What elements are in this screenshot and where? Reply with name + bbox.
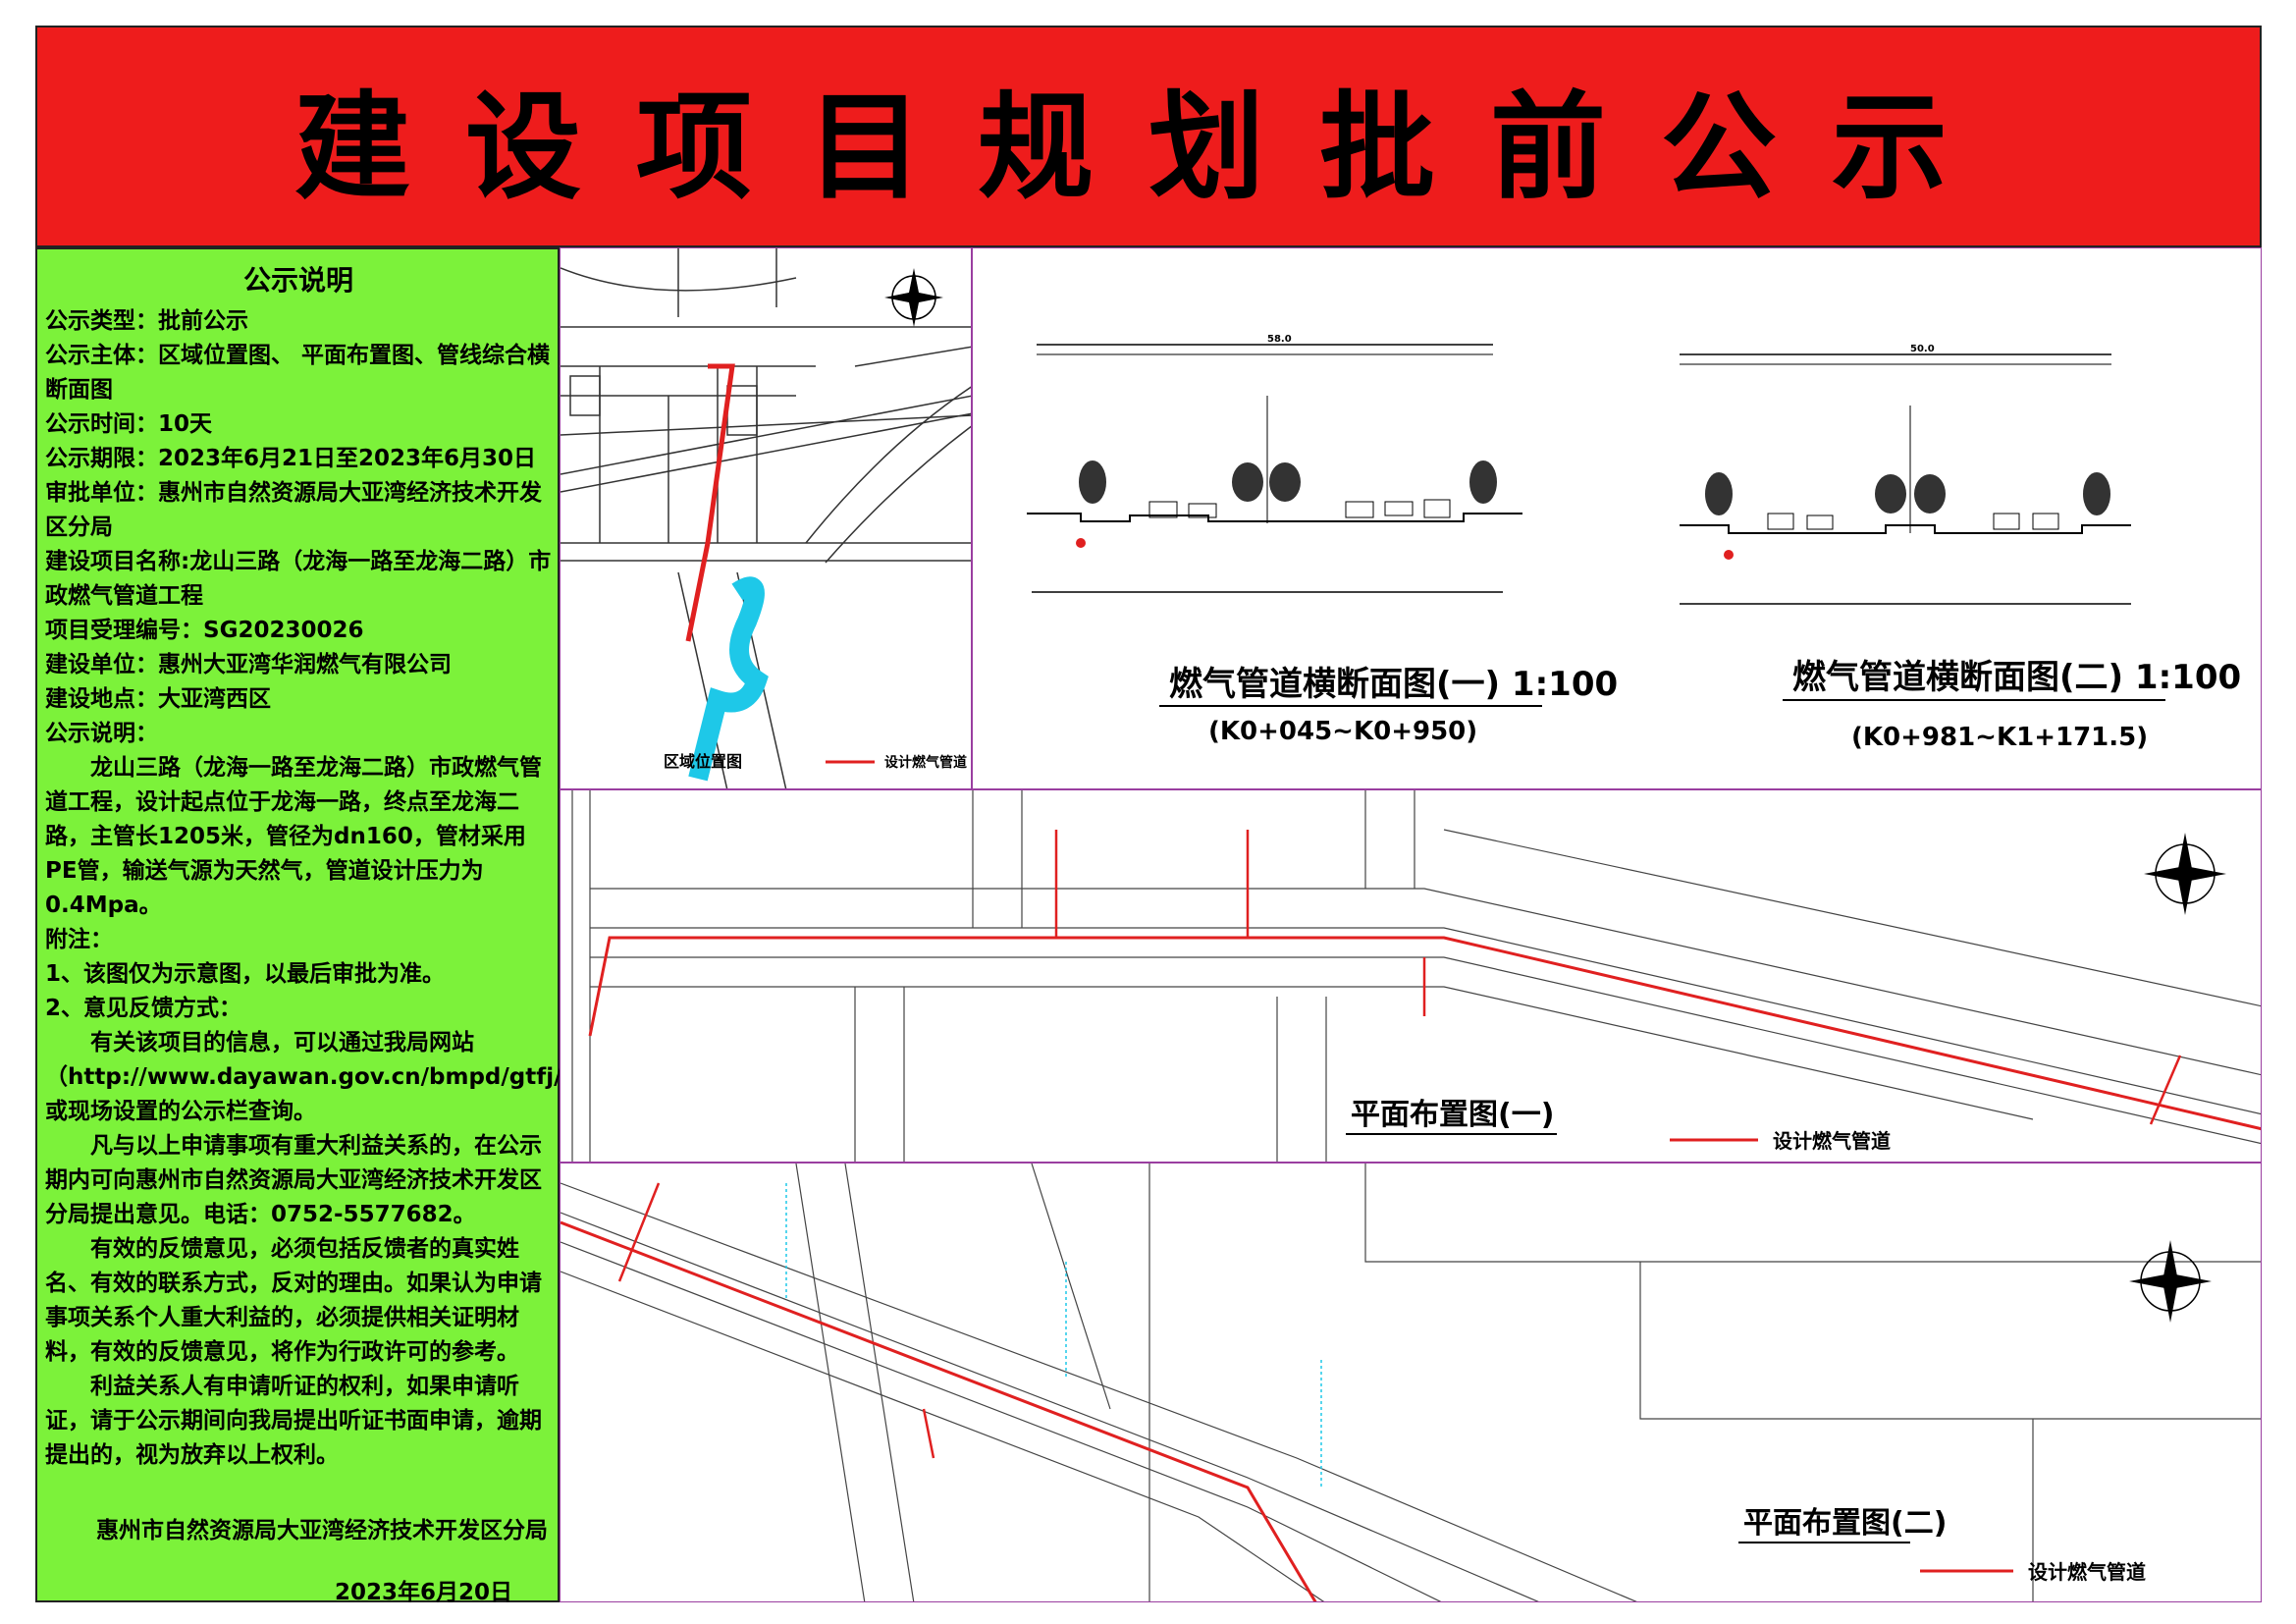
notice-date: 2023年6月20日: [334, 1580, 512, 1605]
cross-section-1: 燃气管道横断面图(一) 1:100 (K0+045~K0+950) 58.0: [1027, 334, 1618, 746]
notice-line-period: 公示期限：2023年6月21日至2023年6月30日: [45, 446, 537, 471]
plan-1-title: 平面布置图(一): [1351, 1098, 1554, 1132]
plan-2-pipe-route: [561, 1220, 1317, 1601]
notice-para-valid-feedback: 有效的反馈意见，必须包括反馈者的真实姓名、有效的联系方式，反对的理由。如果认为申…: [45, 1236, 542, 1365]
river: [688, 576, 769, 782]
notice-panel: 公示说明 公示类型：批前公示 公示主体：区域位置图、 平面布置图、管线综合横断面…: [35, 247, 585, 1605]
notice-line-type: 公示类型：批前公示: [45, 308, 248, 334]
header-banner: 建设项目规划批前公示: [35, 26, 2262, 247]
cross-sections-panel: 燃气管道横断面图(一) 1:100 (K0+045~K0+950) 58.0 燃…: [972, 247, 2262, 789]
cross-section-2: 燃气管道横断面图(二) 1:100 (K0+981~K1+171.5) 50.0: [1680, 344, 2241, 752]
notice-para-website: 有关该项目的信息，可以通过我局网站（http://www.dayawan.gov…: [45, 1030, 585, 1124]
plan-1-pipe-route: [588, 936, 2261, 1131]
notice-description: 龙山三路（龙海一路至龙海二路）市政燃气管道工程，设计起点位于龙海一路，终点至龙海…: [45, 755, 542, 918]
plan-1-panel: 平面布置图(一) 设计燃气管道: [560, 789, 2262, 1163]
cross-section-1-range: (K0+045~K0+950): [1208, 717, 1477, 746]
page-title: 建设项目规划批前公示: [294, 78, 2002, 215]
notice-note-2: 2、意见反馈方式：: [45, 996, 242, 1021]
cross-section-2-range: (K0+981~K1+171.5): [1851, 723, 2148, 752]
plan-1-legend: 设计燃气管道: [1773, 1129, 1891, 1153]
notice-line-desc-heading: 公示说明：: [45, 721, 158, 746]
cross-section-1-width: 58.0: [1267, 334, 1292, 345]
gas-pipe-route: [685, 363, 735, 642]
notice-line-duration: 公示时间：10天: [45, 411, 213, 437]
notice-line-project-number: 项目受理编号：SG20230026: [45, 618, 364, 643]
cross-section-1-title: 燃气管道横断面图(一) 1:100: [1169, 665, 1618, 704]
notice-signature: 惠州市自然资源局大亚湾经济技术开发区分局: [96, 1518, 548, 1543]
notice-note-heading: 附注：: [45, 927, 113, 952]
plan-2-panel: 平面布置图(二) 设计燃气管道: [560, 1163, 2262, 1602]
location-map-drawing: 区域位置图 设计燃气管道: [561, 248, 971, 788]
plan-2-north-arrow-icon: [2129, 1240, 2212, 1323]
notice-para-hearing: 利益关系人有申请听证的权利，如果申请听证，请于公示期间向我局提出听证书面申请，逾…: [45, 1374, 542, 1468]
notice-para-feedback: 凡与以上申请事项有重大利益关系的，在公示期内可向惠州市自然资源局大亚湾经济技术开…: [45, 1133, 542, 1227]
notice-line-project-name: 建设项目名称:龙山三路（龙海一路至龙海二路）市政燃气管道工程: [45, 549, 552, 609]
plan-2-title: 平面布置图(二): [1743, 1506, 1947, 1541]
cross-section-2-width: 50.0: [1910, 344, 1935, 354]
cross-sections-drawing: 燃气管道横断面图(一) 1:100 (K0+045~K0+950) 58.0 燃…: [1027, 334, 2241, 752]
cross-section-2-title: 燃气管道横断面图(二) 1:100: [1792, 658, 2241, 697]
notice-note-1: 1、该图仅为示意图，以最后审批为准。: [45, 961, 446, 987]
notice-line-builder: 建设单位：惠州大亚湾华润燃气有限公司: [45, 652, 452, 677]
notice-line-location: 建设地点：大亚湾西区: [45, 686, 271, 712]
plan-1-drawing: 平面布置图(一) 设计燃气管道: [571, 790, 2261, 1162]
plan-2-drawing: 平面布置图(二) 设计燃气管道: [561, 1164, 2261, 1601]
notice-heading: 公示说明: [242, 264, 353, 297]
location-map-label: 区域位置图: [664, 752, 742, 771]
location-map-legend: 设计燃气管道: [884, 754, 967, 771]
north-arrow-icon: [884, 268, 943, 327]
location-map-panel: 区域位置图 设计燃气管道: [560, 247, 972, 789]
plan-1-north-arrow-icon: [2144, 833, 2226, 915]
notice-line-subject: 公示主体：区域位置图、 平面布置图、管线综合横断面图: [45, 343, 551, 403]
plan-2-legend: 设计燃气管道: [2028, 1560, 2146, 1584]
notice-line-authority: 审批单位：惠州市自然资源局大亚湾经济技术开发区分局: [45, 480, 542, 540]
